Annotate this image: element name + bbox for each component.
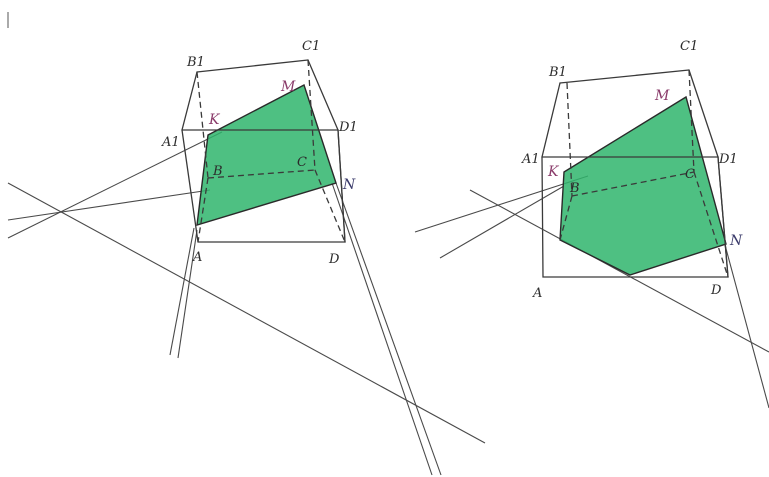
label-C1: C1 [680,39,698,54]
hidden-edge [314,169,346,243]
aux-line [331,182,433,476]
label-D: D [710,283,722,298]
hidden-edge [693,171,729,278]
aux-line [7,182,486,444]
aux-line [7,189,211,221]
label-B: B [212,164,223,179]
aux-line [335,182,442,476]
label-C1: C1 [302,39,320,54]
hidden-edge [571,171,695,197]
aux-line [724,244,769,409]
hidden-edge [207,169,316,179]
cube-edge [559,69,690,84]
cube-edge [717,156,729,278]
aux-line [169,227,195,356]
hidden-edge [566,82,573,197]
label-K: K [547,164,560,180]
cube-edge [307,59,339,131]
label-A: A [532,286,542,301]
label-D1: D1 [718,152,738,167]
label-C: C [297,155,307,170]
aux-line [177,229,198,359]
label-K: K [208,112,221,128]
label-B1: B1 [548,65,567,80]
label-N: N [729,233,743,249]
cube-edge [181,71,198,131]
cube-edge [196,59,309,73]
hidden-edge [307,59,316,171]
aux-line [414,175,589,233]
label-B: B [569,181,580,196]
cube-edge [541,82,561,158]
hidden-edge [688,69,695,173]
section-polygon [196,83,337,226]
label-D: D [328,252,340,267]
cube-edge [688,69,719,158]
aux-line [7,131,223,239]
label-N: N [342,177,356,193]
label-M: M [280,79,296,95]
label-B1: B1 [186,55,205,70]
label-D1: D1 [338,120,358,135]
right-figure: B1 C1 A1 D1 B C A D K M N [414,39,769,409]
aux-line [469,189,769,353]
left-figure: B1 C1 A1 D1 B C A D K M N [7,39,486,476]
label-M: M [654,88,670,104]
label-A1: A1 [521,152,540,167]
section-polygon [559,95,727,276]
hidden-edge [559,195,573,241]
label-A: A [192,250,202,265]
hidden-edge [196,71,209,179]
aux-line [439,185,565,259]
label-C: C [685,167,695,182]
label-A1: A1 [161,135,180,150]
hidden-edge [197,177,209,243]
cube-edge [337,129,346,243]
